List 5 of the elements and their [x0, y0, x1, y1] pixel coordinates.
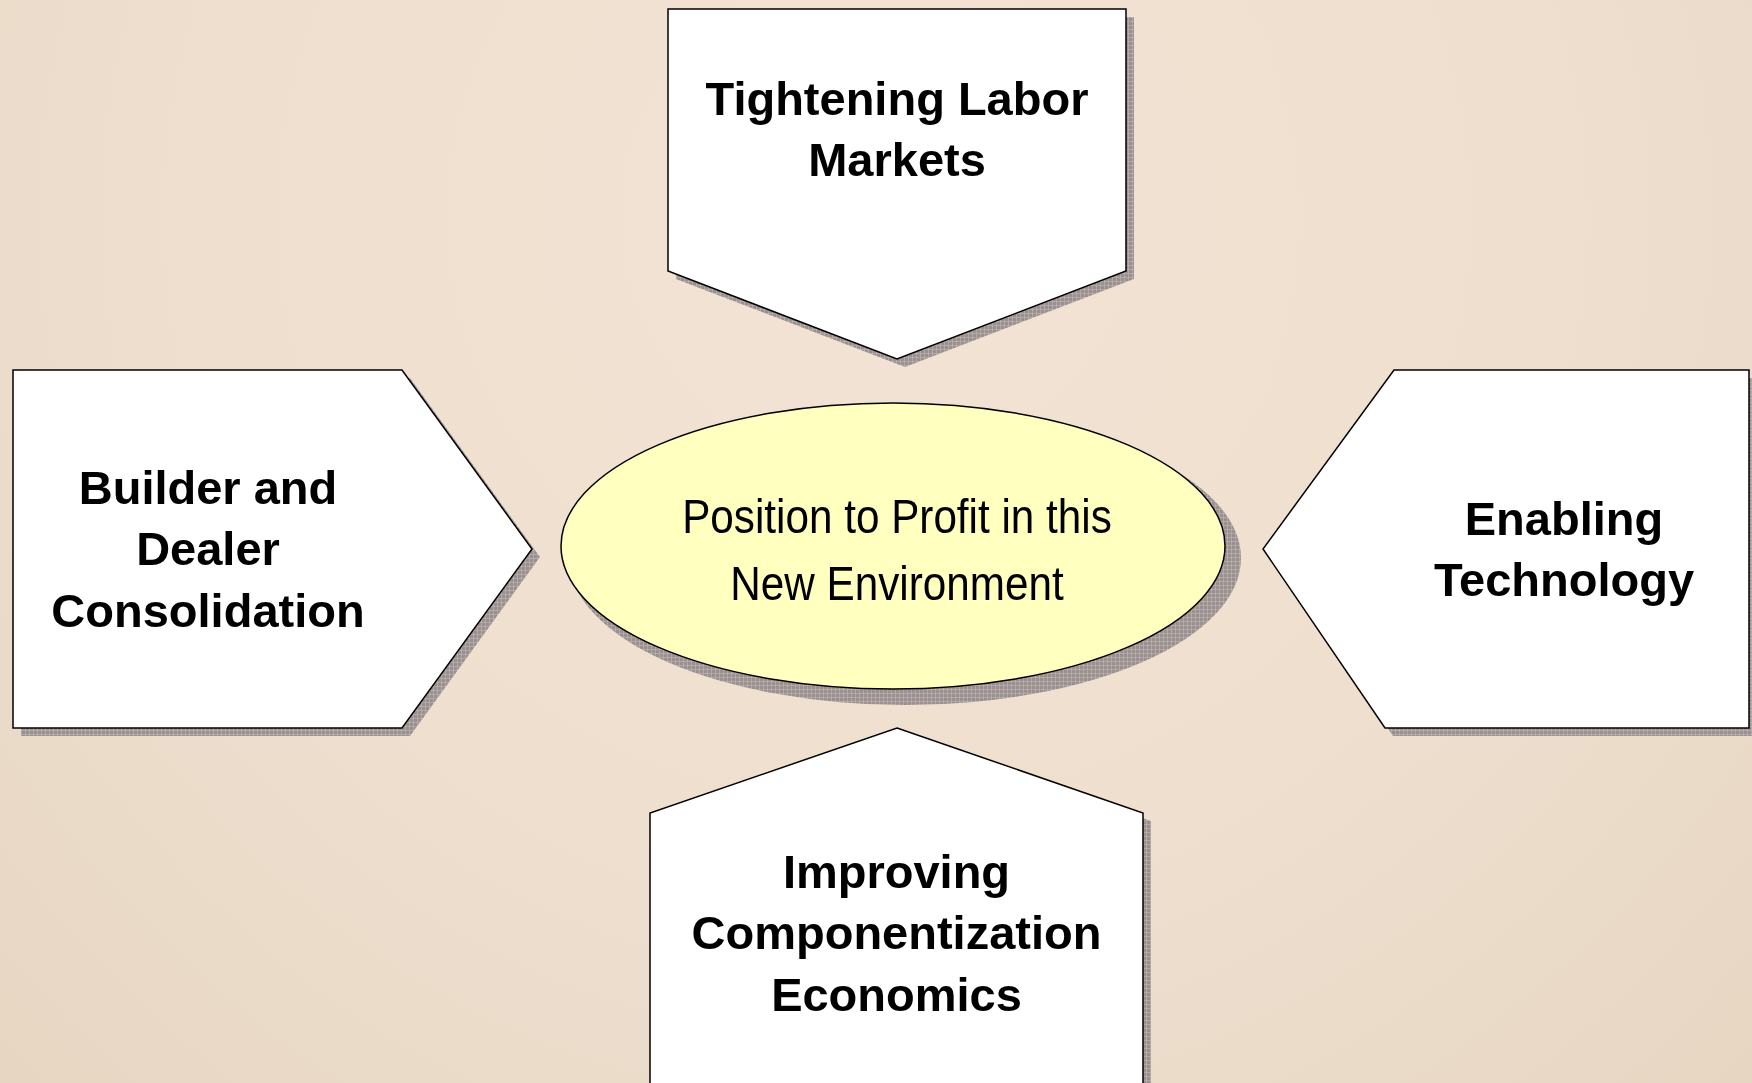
node-label: Tightening Labor Markets	[704, 70, 1090, 188]
node-label: Improving Componentization Economics	[690, 844, 1103, 1023]
node-label: Enabling Technology	[1432, 490, 1696, 608]
node-label: Builder and Dealer Consolidation	[50, 460, 366, 639]
node-label: Position to Profit in this New Environment	[681, 488, 1113, 612]
